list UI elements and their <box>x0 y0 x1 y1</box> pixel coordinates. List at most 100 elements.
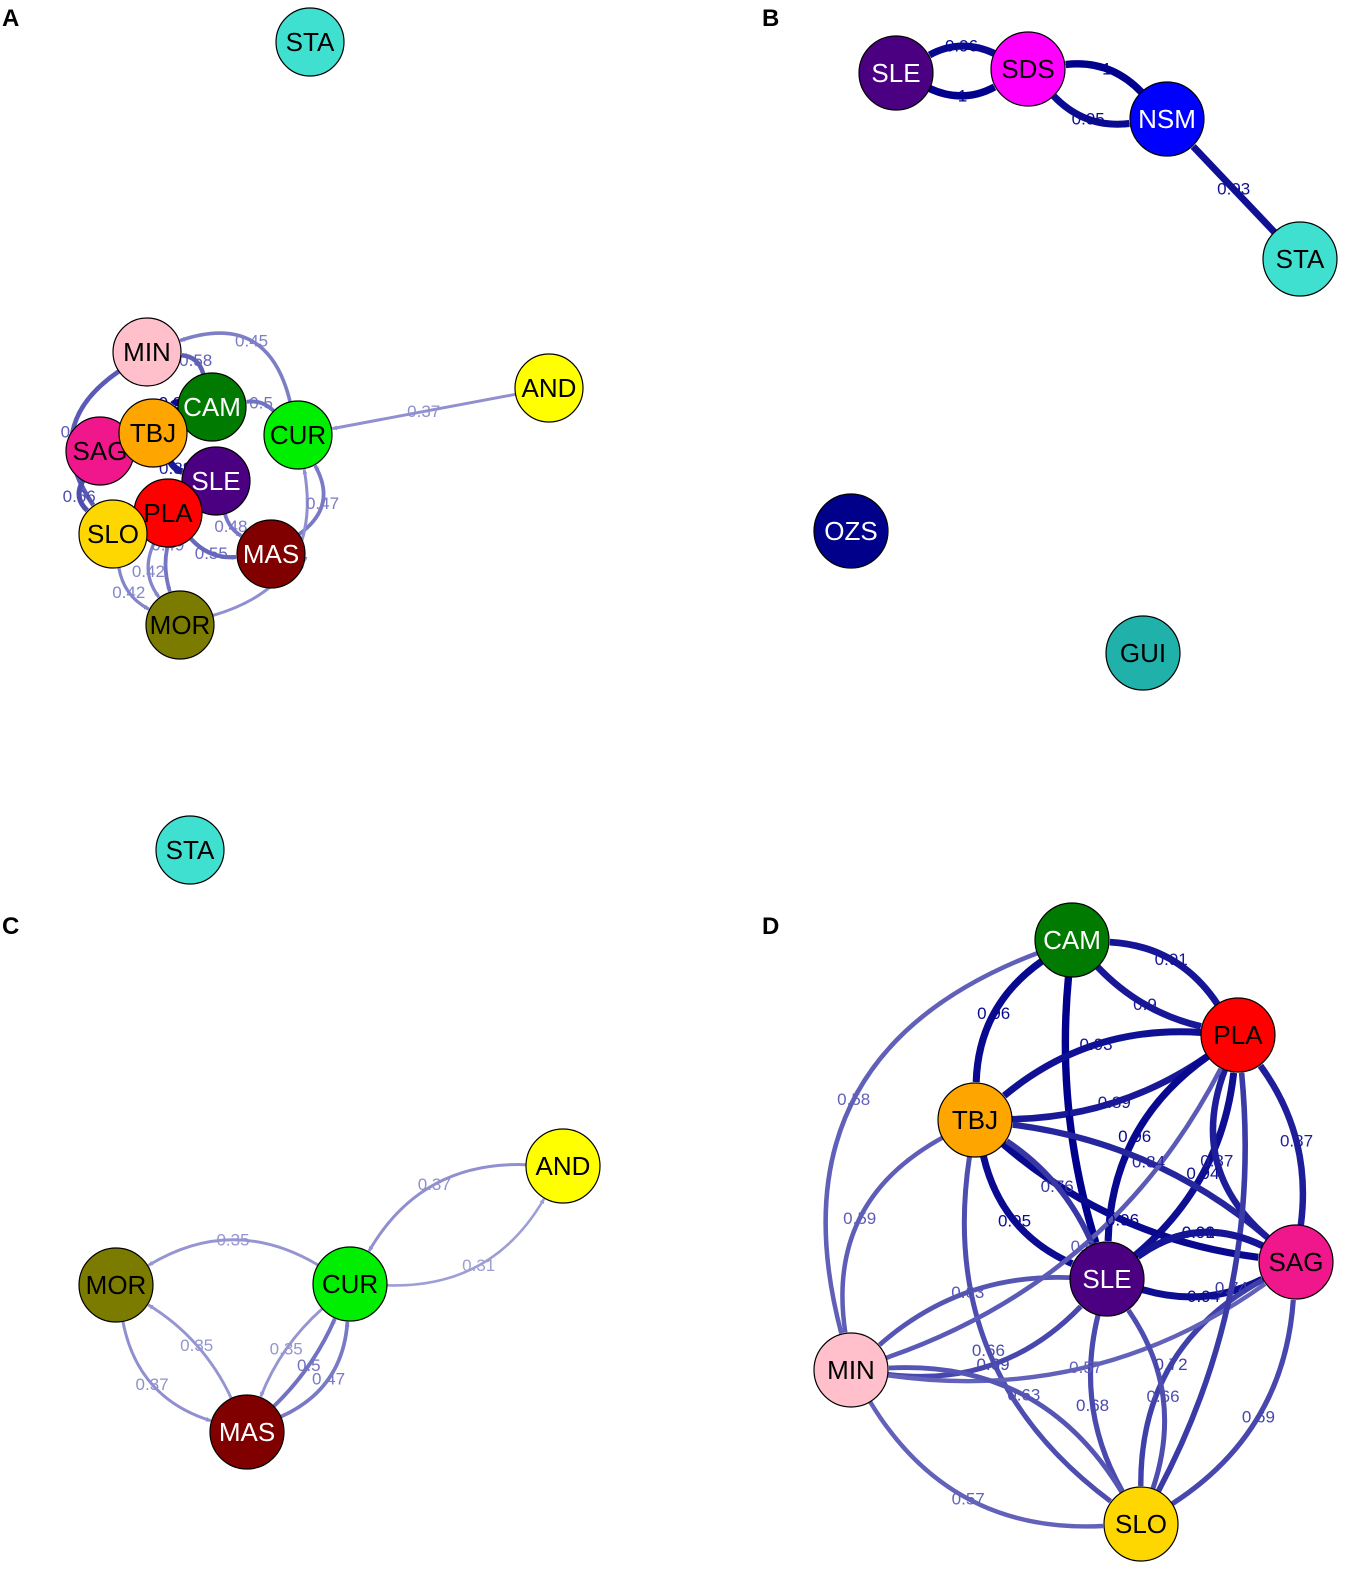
edge-weight-label: 0.5 <box>297 1356 321 1375</box>
node-mas: MAS <box>236 519 306 589</box>
edge-cur-to-mor <box>147 1238 319 1267</box>
node-sta: STA <box>1262 221 1338 297</box>
edge-weight-label: 0.63 <box>1007 1386 1040 1405</box>
edge-sle-to-tbj <box>1005 1138 1096 1247</box>
node-label: SLE <box>1082 1264 1131 1294</box>
node-circle <box>1262 221 1338 297</box>
edge-weight-label: 0.37 <box>136 1375 169 1394</box>
node-label: MOR <box>86 1270 147 1300</box>
panel-letter-c: C <box>2 913 19 940</box>
edge-weight-label: 0.96 <box>1106 1210 1139 1229</box>
edge-pla-to-sle <box>1104 1053 1210 1242</box>
edge-weight-label: 0.37 <box>407 402 440 421</box>
node-cam: CAM <box>177 372 247 442</box>
edge-sle-to-mas <box>223 513 243 538</box>
node-label: STA <box>286 27 335 57</box>
edge-cur-to-min <box>179 331 292 403</box>
edge-slo-to-mor <box>117 567 150 611</box>
edge-weight-label: 0.95 <box>1072 110 1105 129</box>
node-tbj: TBJ <box>118 398 188 468</box>
edge-weight-label: 0.37 <box>418 1175 451 1194</box>
node-circle <box>937 1082 1013 1158</box>
edge-weight-label: 0.74 <box>1215 1279 1248 1298</box>
node-label: MIN <box>827 1355 875 1385</box>
edge-cam-to-tbj <box>972 958 1044 1083</box>
node-label: CUR <box>322 1269 378 1299</box>
edge-weight-label: 0.69 <box>976 1355 1009 1374</box>
node-circle <box>236 519 306 589</box>
edge-weight-label: 0.58 <box>179 351 212 370</box>
node-label: SLO <box>87 519 139 549</box>
node-circle <box>1103 1486 1179 1562</box>
edge-slo-to-sle <box>1126 1308 1168 1490</box>
edge-weight-label: 0.89 <box>1098 1093 1131 1112</box>
edge-nsm-to-sds <box>1065 60 1145 95</box>
node-sta: STA <box>155 815 225 885</box>
edge-weight-label: 0.58 <box>837 1090 870 1109</box>
edge-weight-label: 0.45 <box>235 331 268 350</box>
edge-weight-label: 0.31 <box>462 1256 495 1275</box>
node-label: TBJ <box>952 1105 998 1135</box>
edge-weight-label: 0.42 <box>132 562 165 581</box>
node-cam: CAM <box>1034 902 1110 978</box>
edge-sag-to-tbj <box>1012 1121 1270 1241</box>
edge-weight-label: 0.66 <box>63 487 96 506</box>
node-sds: SDS <box>990 31 1066 107</box>
edge-weight-label: 0.47 <box>312 1370 345 1389</box>
node-circle <box>1034 902 1110 978</box>
node-circle <box>1105 615 1181 691</box>
edge-sag-to-slo <box>76 479 89 513</box>
panel-letter-a: A <box>2 5 19 32</box>
node-circle <box>155 815 225 885</box>
edge-weight-label: 0.94 <box>1187 1287 1220 1306</box>
edge-weight-label: 0.66 <box>1146 1387 1179 1406</box>
node-cur: CUR <box>263 400 333 470</box>
edge-cur-to-and <box>386 1198 546 1287</box>
edge-tbj-to-sle <box>979 1155 1074 1267</box>
node-circle <box>275 7 345 77</box>
edge-weight-label: 0.48 <box>214 517 247 536</box>
node-circle <box>1129 81 1205 157</box>
edge-weight-label: 0.96 <box>945 37 978 56</box>
edge-weight-label: 0.84 <box>1132 1153 1165 1172</box>
node-mas: MAS <box>209 1394 285 1470</box>
node-label: SLO <box>1115 1509 1167 1539</box>
node-label: CUR <box>270 420 326 450</box>
node-mor: MOR <box>78 1247 154 1323</box>
edge-weight-label: 0.93 <box>1217 180 1250 199</box>
node-label: SAG <box>1269 1247 1324 1277</box>
node-sta: STA <box>275 7 345 77</box>
edge-sag-to-slo <box>1138 1277 1265 1487</box>
node-circle <box>514 353 584 423</box>
edge-weight-label: 0.96 <box>977 1004 1010 1023</box>
edge-tbj-to-slo <box>961 1156 1112 1504</box>
edge-weight-label: 0.87 <box>1280 1132 1313 1151</box>
edge-pla-to-sag <box>1209 1068 1270 1240</box>
node-circle <box>145 590 215 660</box>
edge-weight-label: 0.9 <box>1133 995 1157 1014</box>
edge-weight-label: 1 <box>958 86 967 105</box>
node-circle <box>177 372 247 442</box>
node-label: CAM <box>1043 925 1101 955</box>
edge-weight-label: 0.59 <box>843 1209 876 1228</box>
node-gui: GUI <box>1105 615 1181 691</box>
edge-weight-label: 0.93 <box>1080 1035 1113 1054</box>
node-label: STA <box>1276 244 1325 274</box>
node-label: PLA <box>143 498 193 528</box>
node-mor: MOR <box>145 590 215 660</box>
node-circle <box>1069 1241 1145 1317</box>
edge-weight-label: 0.72 <box>1154 1355 1187 1374</box>
edge-tbj-to-sag <box>1000 1141 1259 1261</box>
node-label: GUI <box>1120 638 1166 668</box>
edge-weight-label: 0.35 <box>180 1336 213 1355</box>
node-slo: SLO <box>78 499 148 569</box>
edge-weight-label: 0.66 <box>972 1341 1005 1360</box>
edge-sle-to-pla <box>1133 1072 1238 1258</box>
edge-min-to-sag <box>887 1282 1267 1384</box>
node-slo: SLO <box>1103 1486 1179 1562</box>
panel-a: A 0.370.450.470.370.420.60.580.50.480.55… <box>2 5 584 885</box>
edge-mas-to-cur <box>272 1318 337 1408</box>
node-circle <box>1200 997 1276 1073</box>
